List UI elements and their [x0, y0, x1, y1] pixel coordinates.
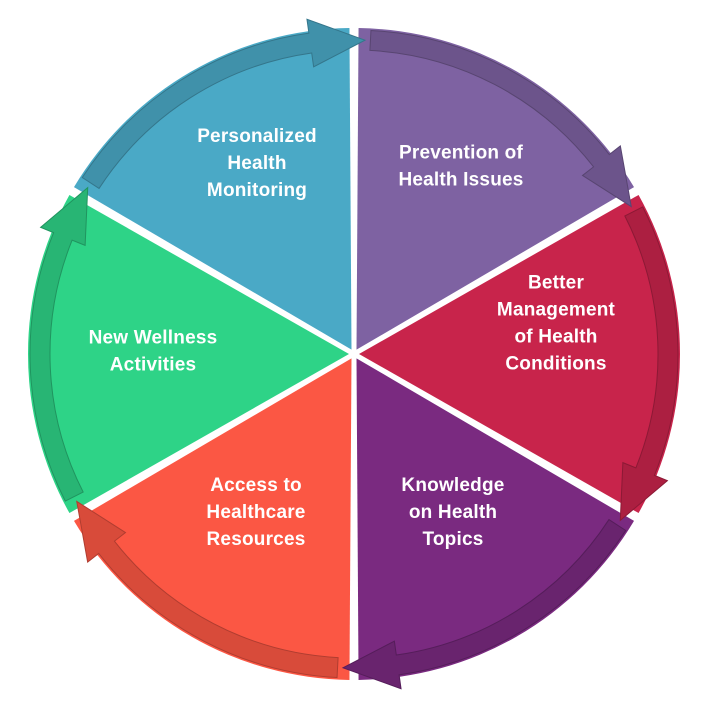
label-line: Health [227, 153, 286, 174]
arrow-prevention-of-health-issues [369, 29, 632, 208]
label-prevention-of-health-issues: Prevention of Health Issues [398, 143, 523, 191]
wedge-new-wellness-activities [28, 194, 349, 514]
rim-arrow-layer [29, 18, 679, 690]
label-line: Better [528, 273, 585, 294]
arrow-personalized-health-monitoring [81, 18, 367, 190]
label-line: Access to [210, 475, 302, 496]
label-line: of Health [514, 327, 597, 348]
label-line: New Wellness [89, 328, 218, 349]
arrow-better-management-of-health-conditions [619, 206, 679, 522]
wedge-better-management-of-health-conditions [359, 194, 680, 514]
label-line: Prevention of [399, 143, 523, 164]
arrow-new-wellness-activities [29, 186, 89, 502]
arrow-knowledge-on-health-topics [341, 518, 627, 690]
label-line: Activities [110, 355, 196, 376]
label-line: Topics [422, 529, 483, 550]
label-line: Monitoring [207, 180, 307, 201]
label-line: Management [497, 300, 616, 321]
label-line: on Health [409, 502, 497, 523]
label-line: Conditions [505, 354, 606, 375]
label-line: Resources [207, 529, 306, 550]
arrow-access-to-healthcare-resources [76, 500, 339, 679]
label-line: Healthcare [206, 502, 305, 523]
label-line: Knowledge [401, 475, 504, 496]
label-line: Health Issues [398, 170, 523, 191]
label-line: Personalized [197, 126, 317, 147]
